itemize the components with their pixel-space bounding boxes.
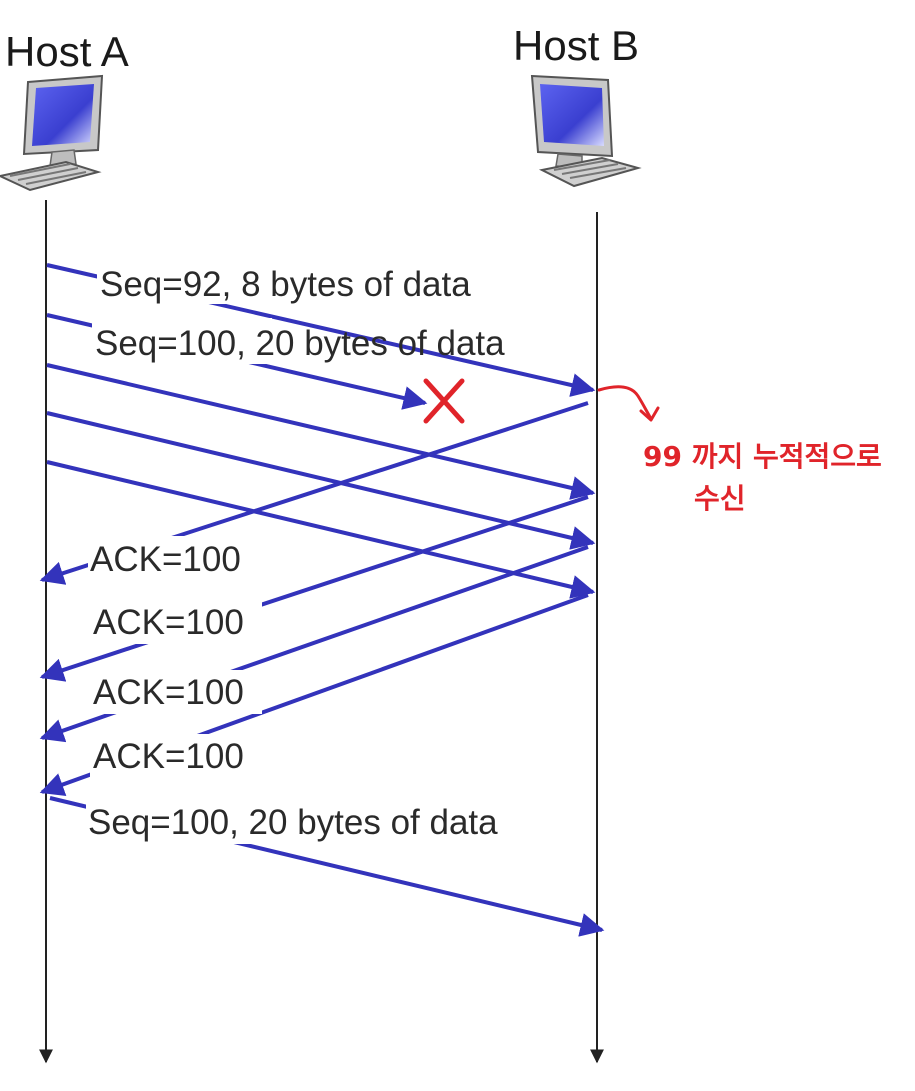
annotation-text-line2: 수신 [694,482,746,515]
computer-icon [530,74,642,188]
retransmit-label: Seq=100, 20 bytes of data [88,803,498,842]
ack-arrow [39,495,589,682]
segment-arrow [46,363,596,500]
computer-icon [0,74,104,192]
ack-label: ACK=100 [93,673,244,712]
annotation-arrow-icon [639,406,660,422]
annotation-text-line1: 99 까지 누적적으로 [643,440,882,473]
loss-x-icon [423,378,465,424]
segment-arrow [46,460,596,599]
ack-label: ACK=100 [93,737,244,776]
host-b-label: Host B [513,22,639,69]
host-a-label: Host A [5,28,129,75]
segment-arrow [46,411,596,550]
annotation-arrow-icon [597,385,652,419]
segment-label-seq100: Seq=100, 20 bytes of data [95,324,505,363]
segment-label-seq92: Seq=92, 8 bytes of data [100,265,471,304]
ack-label: ACK=100 [90,540,241,579]
ack-label: ACK=100 [93,603,244,642]
